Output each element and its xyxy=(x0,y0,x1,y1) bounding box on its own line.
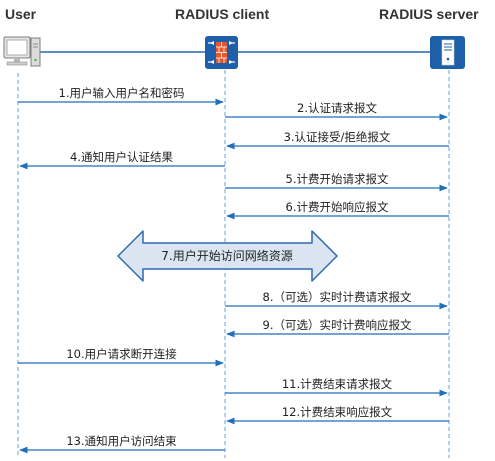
messages-layer: 1.用户输入用户名和密码 2.认证请求报文 3.认证接受/拒绝报文 4.通知用户认证结… xyxy=(18,86,449,454)
message-label: 2.认证请求报文 xyxy=(297,101,377,115)
firewall-icon xyxy=(205,36,238,69)
network-access-double-arrow: 7.用户开始访问网络资源 xyxy=(117,230,338,282)
message-label: 9.（可选）实时计费响应报文 xyxy=(263,318,412,332)
actor-label-user: User xyxy=(5,6,37,22)
pc-icon xyxy=(3,36,41,67)
message-label: 13.通知用户访问结束 xyxy=(66,434,177,448)
message-label: 1.用户输入用户名和密码 xyxy=(59,86,185,100)
network-access-label: 7.用户开始访问网络资源 xyxy=(161,248,292,263)
message-label: 10.用户请求断开连接 xyxy=(66,347,177,361)
message-label: 6.计费开始响应报文 xyxy=(286,200,389,214)
message-label: 3.认证接受/拒绝报文 xyxy=(284,130,391,144)
actor-label-radius-server: RADIUS server xyxy=(379,6,479,22)
message-label: 8.（可选）实时计费请求报文 xyxy=(263,290,412,304)
message-label: 11.计费结束请求报文 xyxy=(282,377,393,391)
server-icon xyxy=(430,36,465,69)
message-label: 5.计费开始请求报文 xyxy=(286,172,389,186)
message-label: 4.通知用户认证结果 xyxy=(70,150,173,164)
message-label: 12.计费结束响应报文 xyxy=(282,405,393,419)
actor-label-radius-client: RADIUS client xyxy=(175,6,269,22)
